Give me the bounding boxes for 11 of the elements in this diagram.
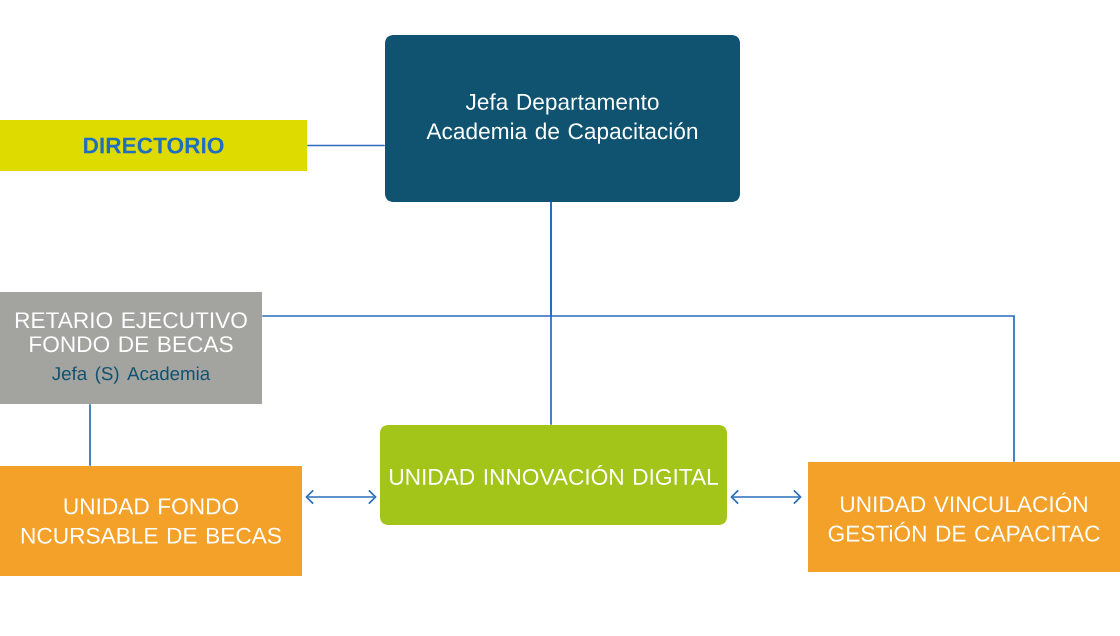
department-box: Jefa Departamento Academia de Capacitación (385, 35, 740, 202)
directory-box: DIRECTORIO (0, 120, 307, 171)
connector (730, 489, 802, 505)
connector (550, 201, 1015, 463)
connector (305, 489, 377, 505)
secretary-box: RETARIO EJECUTIVO FONDO DE BECAS Jefa (S) Academia (0, 292, 262, 404)
unit-box: UNIDAD VINCULACIÓN GESTiÓN DE CAPACITAC (808, 462, 1120, 572)
unit-box: UNIDAD INNOVACIÓN DIGITAL (380, 425, 727, 525)
connector (306, 144, 386, 147)
connector (89, 403, 91, 467)
unit-box: UNIDAD FONDO NCURSABLE DE BECAS (0, 466, 302, 576)
